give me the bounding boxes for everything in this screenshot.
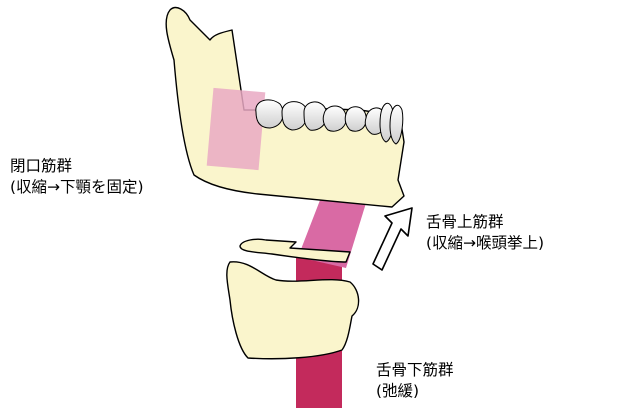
label-infrahyoid-muscles-note: (弛緩) <box>376 381 454 402</box>
label-jaw-closing-muscles-title: 閉口筋群 <box>10 156 144 177</box>
label-jaw-closing-muscles: 閉口筋群 (収縮→下顎を固定) <box>10 156 144 198</box>
tooth <box>345 107 366 132</box>
tooth <box>323 106 346 131</box>
label-infrahyoid-muscles: 舌骨下筋群 (弛緩) <box>376 360 454 402</box>
tooth <box>256 100 283 128</box>
label-jaw-closing-muscles-note: (収縮→下顎を固定) <box>10 177 144 198</box>
tooth <box>282 102 307 130</box>
closing-muscle <box>207 88 266 170</box>
label-suprahyoid-muscles-title: 舌骨上筋群 <box>426 212 544 233</box>
label-suprahyoid-muscles-note: (収縮→喉頭挙上) <box>426 233 544 254</box>
label-infrahyoid-muscles-title: 舌骨下筋群 <box>376 360 454 381</box>
hollow-up-right-arrow <box>373 208 412 270</box>
label-suprahyoid-muscles: 舌骨上筋群 (収縮→喉頭挙上) <box>426 212 544 254</box>
